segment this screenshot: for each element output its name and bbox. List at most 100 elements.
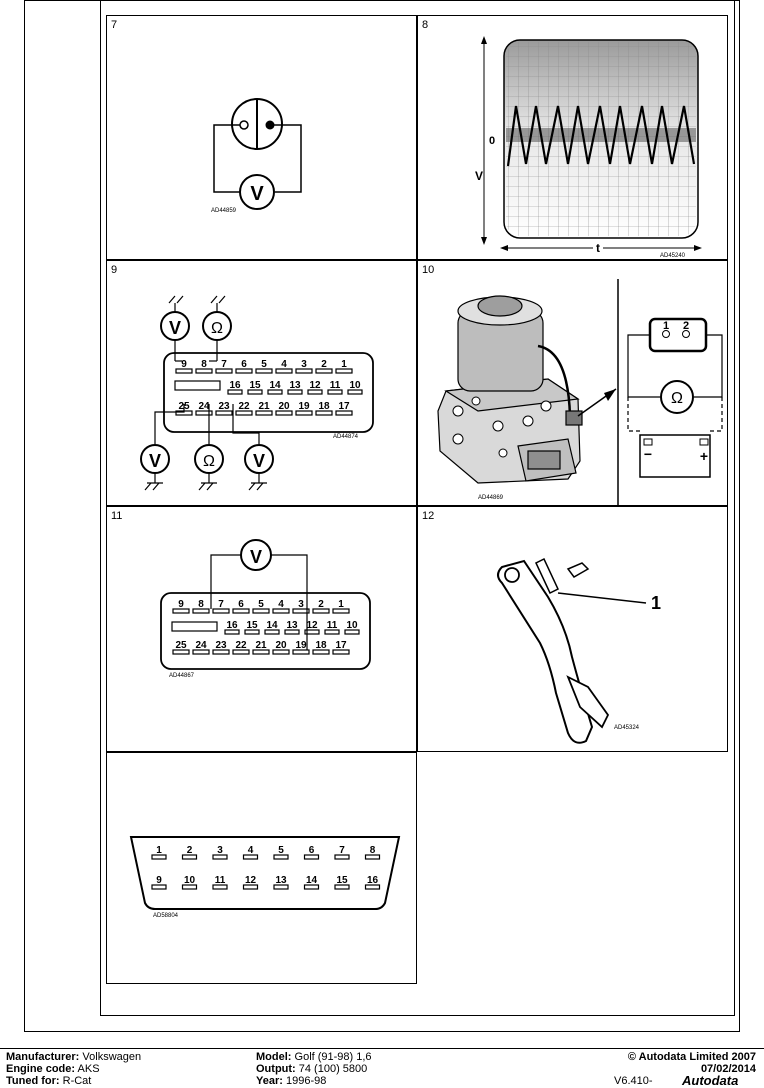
pin-label: 5 (278, 845, 284, 856)
version: V6.410- (614, 1075, 653, 1087)
pin-slot (172, 649, 190, 655)
pin-slot (235, 410, 253, 416)
panel-12: 12 1 AD45324 (417, 506, 728, 752)
pin-slot (287, 389, 303, 395)
zero-label: 0 (489, 135, 495, 147)
pin-slot (335, 410, 353, 416)
pin-label: 2 (187, 845, 193, 856)
pin-label: 15 (249, 380, 261, 391)
panel-number: 7 (111, 19, 118, 31)
pin-slot (252, 649, 270, 655)
pin-slot (267, 389, 283, 395)
year-label: Year: (256, 1075, 283, 1087)
pin-slot (212, 608, 230, 614)
pin-slot (242, 854, 259, 860)
pin-label: 10 (184, 875, 196, 886)
voltmeter-symbol: V (250, 547, 262, 567)
pin-slot (181, 884, 198, 890)
pin-label: 7 (339, 845, 345, 856)
pin-slot (334, 854, 350, 860)
pin-slot (215, 410, 233, 416)
ohmmeter-symbol: Ω (671, 390, 683, 407)
engine-label: Engine code: (6, 1063, 76, 1075)
pin-slot (212, 649, 230, 655)
pin-slot (172, 608, 190, 614)
pin-slot (244, 629, 260, 635)
pin-label: 13 (275, 875, 287, 886)
voltmeter-symbol: V (253, 451, 265, 471)
pin-slot (292, 608, 310, 614)
pin-label: 23 (218, 401, 230, 412)
pin-label: 8 (201, 359, 207, 370)
pin-label: 20 (275, 640, 287, 651)
pin-label: 4 (281, 359, 287, 370)
pin-slot (272, 649, 290, 655)
voltmeter-symbol: V (250, 183, 264, 205)
pin-label: 24 (198, 401, 210, 412)
pin-slot (224, 629, 240, 635)
pin-label: 12 (306, 620, 318, 631)
pin-slot (212, 854, 228, 860)
engine-value: AKS (77, 1063, 100, 1075)
pin-slot (252, 608, 270, 614)
pin-label: 2 (321, 359, 327, 370)
pin-label: 3 (217, 845, 223, 856)
pin-label: 18 (318, 401, 330, 412)
battery-plus: + (700, 448, 708, 464)
manufacturer-value: Volkswagen (82, 1051, 142, 1063)
pin-slot (151, 884, 167, 890)
voltage-axis-label: V (475, 169, 483, 183)
pin-label: 6 (309, 845, 315, 856)
pin-label: 16 (229, 380, 241, 391)
pin-label: 18 (315, 640, 327, 651)
pin-slot (312, 649, 330, 655)
pin-slot (272, 608, 290, 614)
pin-slot (332, 649, 350, 655)
year-value: 1996-98 (285, 1075, 327, 1087)
pin-label: 12 (309, 380, 321, 391)
pin-slot (364, 854, 381, 860)
pin-slot (242, 884, 259, 890)
pin-label: 13 (289, 380, 301, 391)
pin-label: 9 (181, 359, 187, 370)
pin-slot (315, 410, 333, 416)
pin-label: 17 (335, 640, 347, 651)
panel-number: 10 (422, 264, 435, 276)
pin-label: 1 (338, 599, 344, 610)
pin-label: 3 (298, 599, 304, 610)
figure-ref: AD45240 (660, 253, 686, 259)
pin-slot (151, 854, 167, 860)
time-axis-label: t (596, 241, 600, 255)
panel-10: 10 AD44869 1 2 Ω (417, 260, 728, 507)
battery-minus: − (644, 446, 652, 462)
footer-info: Manufacturer: Volkswagen Engine code: AK… (0, 1048, 764, 1088)
pin-slot (332, 608, 350, 614)
pin-slot (192, 649, 210, 655)
pin-label: 4 (248, 845, 254, 856)
output-label: Output: (256, 1063, 296, 1075)
pin-label: 5 (258, 599, 264, 610)
pin-label: 4 (278, 599, 284, 610)
pin-label: 8 (198, 599, 204, 610)
print-date: 07/02/2014 (700, 1063, 756, 1075)
callout-1: 1 (651, 593, 661, 613)
pin-label: 17 (338, 401, 350, 412)
pin-slot (304, 629, 320, 635)
pin-slot (315, 368, 333, 374)
figure-ref: AD44869 (478, 495, 504, 501)
pin-label: 11 (330, 380, 341, 391)
pin-slot (232, 608, 250, 614)
autodata-logo: Autodata (682, 1073, 739, 1088)
pin-slot (175, 368, 193, 374)
tuned-label: Tuned for: (6, 1075, 60, 1087)
pin-slot (344, 629, 360, 635)
tuned-value: R-Cat (62, 1075, 92, 1087)
pin-label: 5 (261, 359, 267, 370)
pin-label: 6 (238, 599, 244, 610)
pin-label: 23 (215, 640, 227, 651)
panel-number: 11 (111, 510, 123, 522)
